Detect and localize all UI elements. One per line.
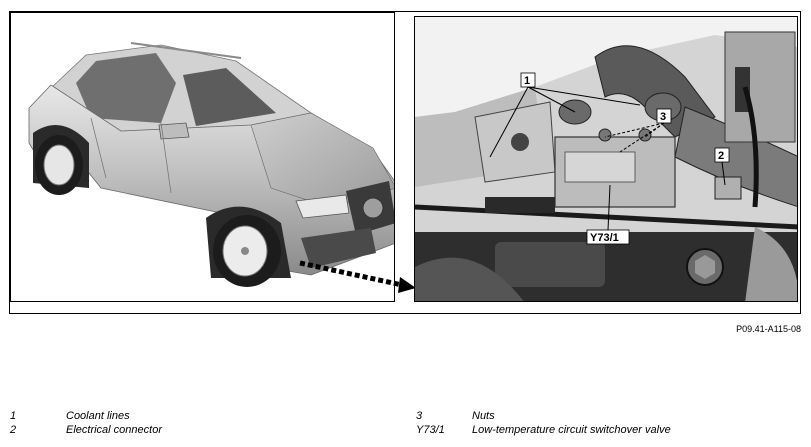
legend-text: Low-temperature circuit switchover valve <box>472 424 671 436</box>
legend-text: Coolant lines <box>66 410 130 422</box>
legend-text: Nuts <box>472 410 495 422</box>
legend-text: Electrical connector <box>66 424 162 436</box>
legend-left: 1 Coolant lines 2 Electrical connector <box>10 409 162 437</box>
callout-1: 1 <box>524 75 530 87</box>
callout-2: 2 <box>718 150 724 162</box>
legend-key: 1 <box>10 410 17 422</box>
legend-item: 1 Coolant lines <box>10 409 162 423</box>
callout-3: 3 <box>660 111 666 123</box>
legend-right: 3 Nuts Y73/1 Low-temperature circuit swi… <box>416 409 671 437</box>
legend-key: 2 <box>10 424 17 436</box>
legend-item: 3 Nuts <box>416 409 671 423</box>
callout-y73-1: Y73/1 <box>590 232 619 244</box>
pointer-connector <box>299 260 416 293</box>
figure-code: P09.41-A115-08 <box>736 324 801 334</box>
legend-key: Y73/1 <box>416 424 445 436</box>
legend-item: Y73/1 Low-temperature circuit switchover… <box>416 423 671 437</box>
engine-detail-view: 1 3 2 Y73/1 <box>414 16 798 302</box>
vehicle-illustration <box>10 12 395 302</box>
legend-key: 3 <box>416 410 423 422</box>
legend-item: 2 Electrical connector <box>10 423 162 437</box>
